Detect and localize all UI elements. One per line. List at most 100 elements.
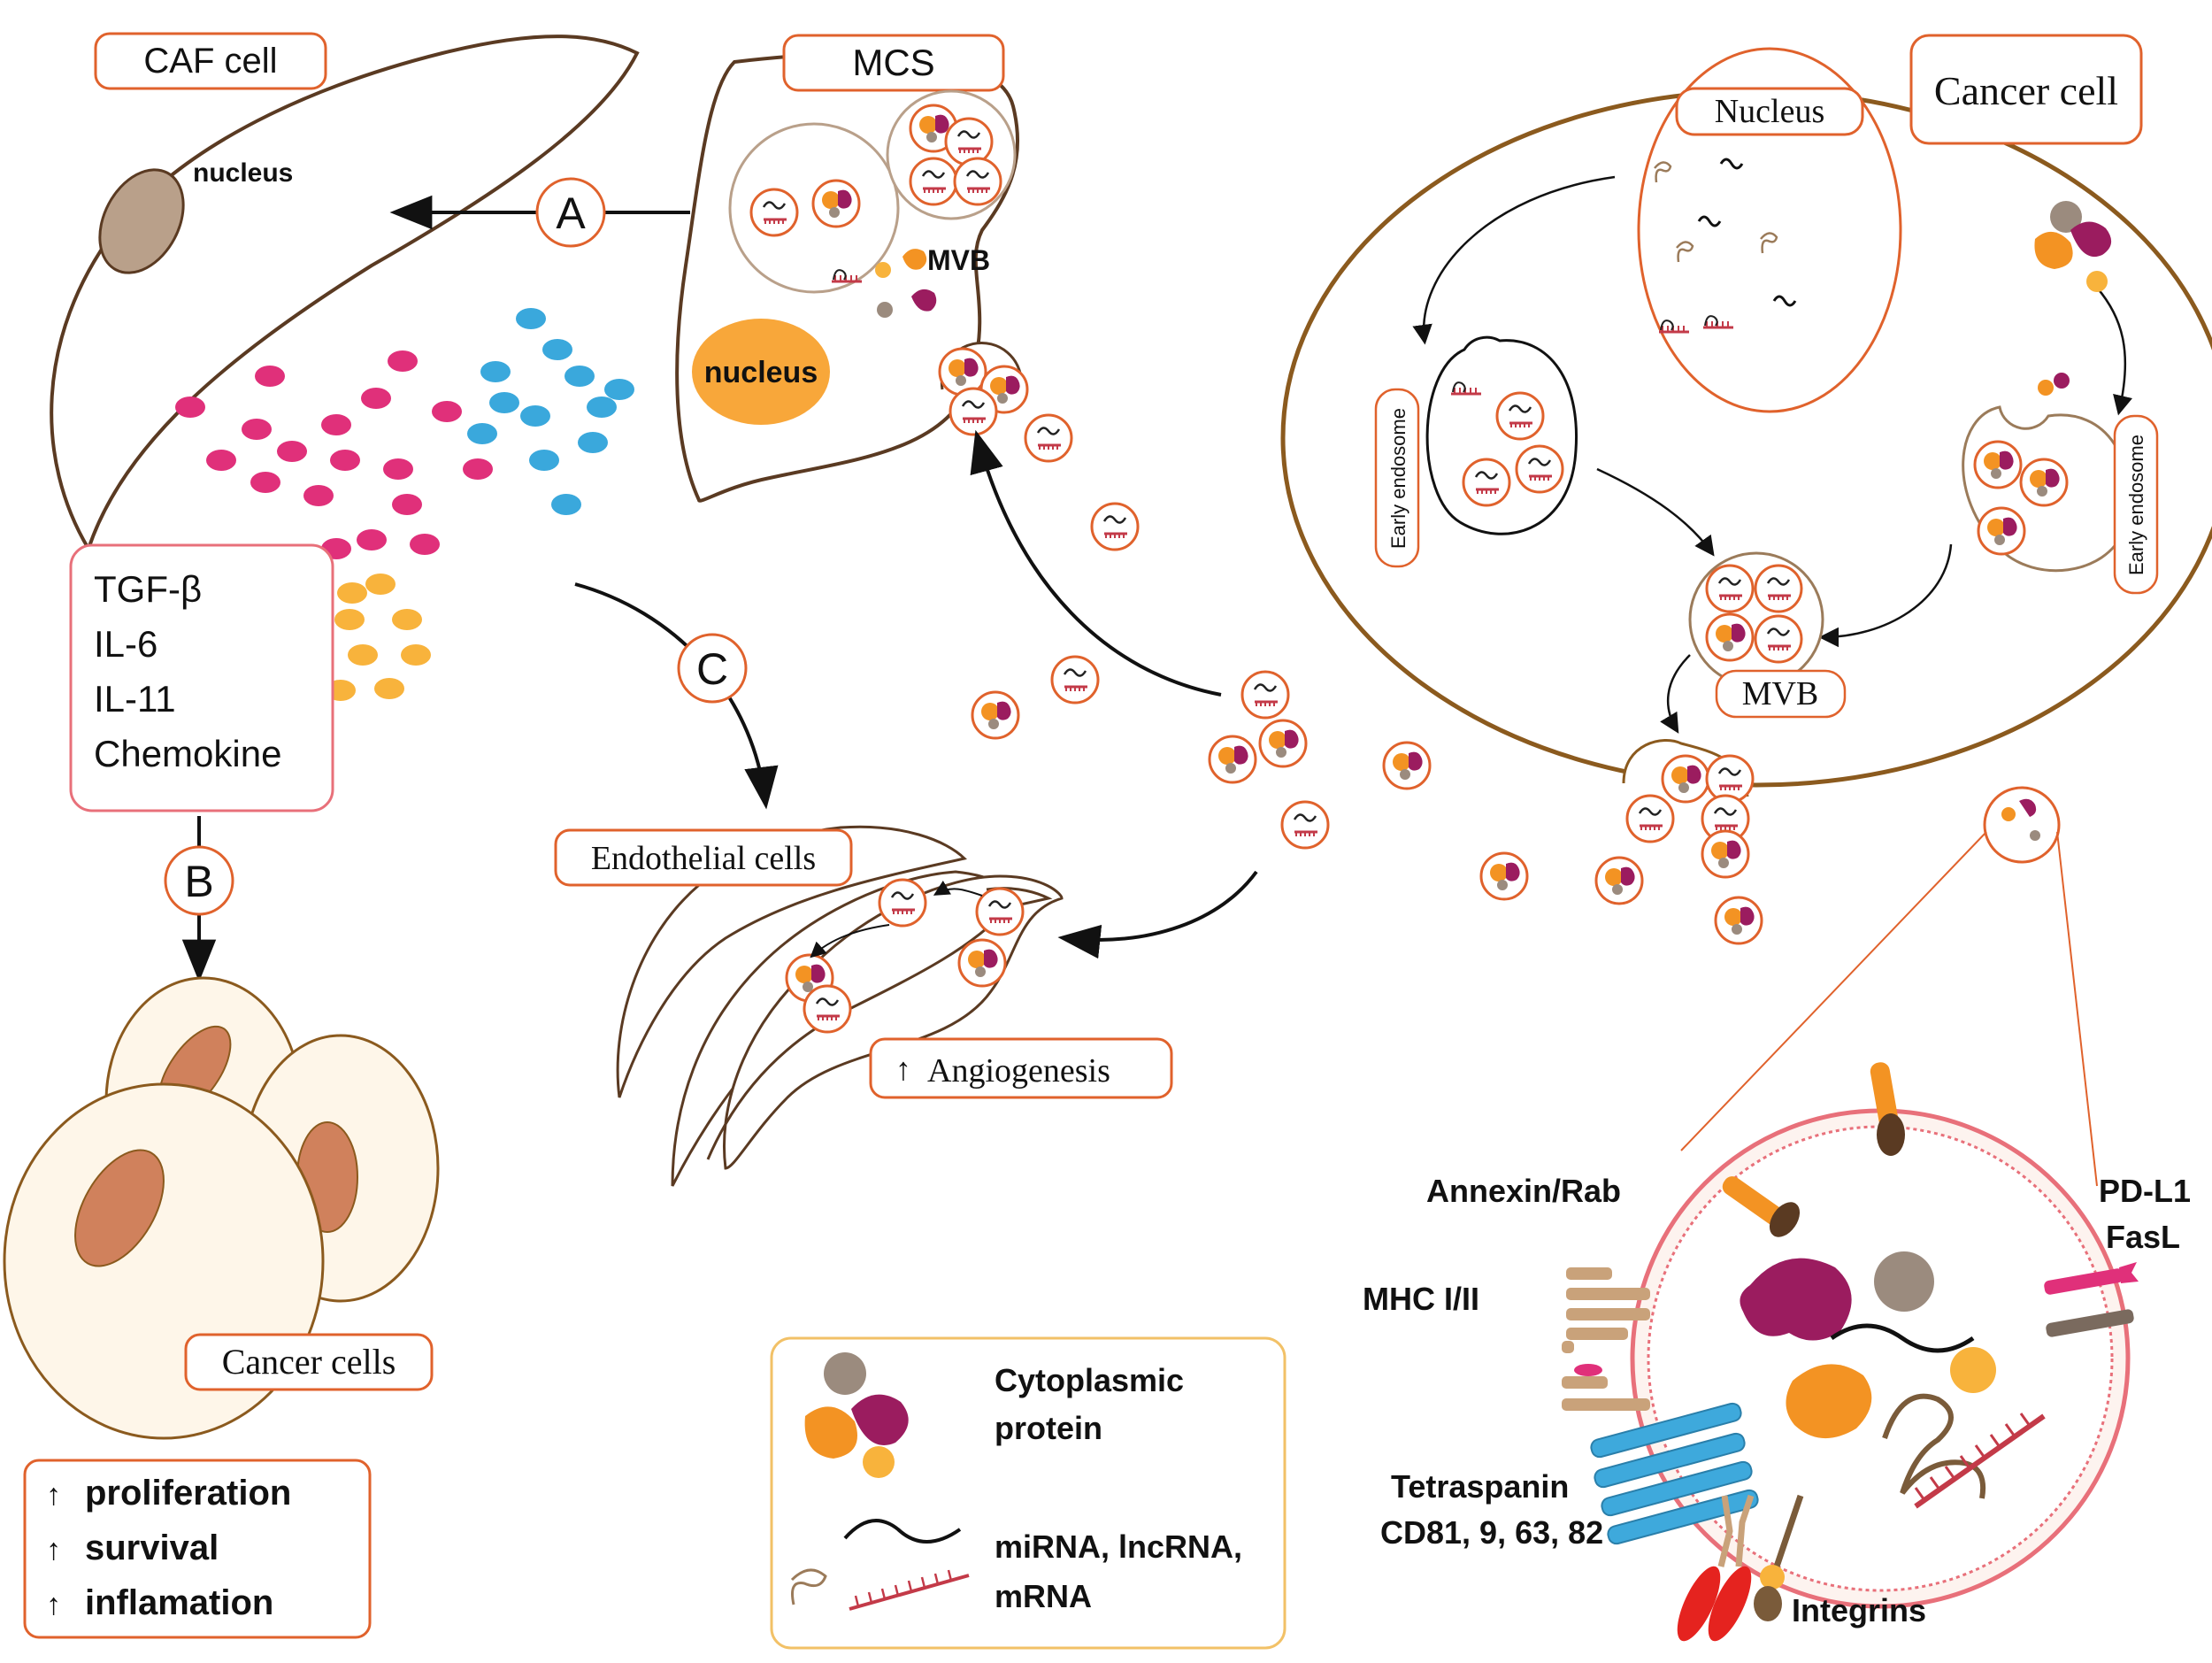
endothelial-arrow-1 — [933, 880, 983, 897]
zoom-rna-comb — [1914, 1413, 2046, 1509]
mcs-gold-dot — [875, 262, 891, 278]
effect-3: inflamation — [85, 1583, 273, 1622]
cytokine-dot — [330, 450, 360, 471]
cytokine-dot — [392, 494, 422, 515]
legend-rna-comb-teeth — [854, 1569, 953, 1607]
effect-2-arrow: ↑ — [46, 1533, 61, 1567]
cytokine-dot — [206, 450, 236, 471]
cytokine-dot — [175, 397, 205, 418]
cytokine-dot — [463, 458, 493, 480]
early-endosome-right-mini — [2038, 373, 2070, 396]
step-b-circle — [164, 845, 234, 916]
caf-cell-body — [50, 35, 640, 553]
cancer-mvb — [1688, 551, 1824, 688]
effect-1-arrow: ↑ — [46, 1478, 61, 1512]
fasl-label: FasL — [2106, 1219, 2180, 1255]
cancer-cell-label-box — [1909, 34, 2143, 145]
effect-2: survival — [85, 1528, 219, 1567]
cytokine-dot — [334, 609, 365, 630]
integrin-protein — [1677, 1494, 1804, 1642]
cancer-protein-taupe — [2050, 201, 2082, 233]
endothelial-label: Endothelial cells — [591, 840, 816, 877]
arrow-left-endosome-mvb — [1596, 467, 1715, 557]
mcs-nucleus-label: nucleus — [704, 356, 818, 389]
angiogenesis-box — [869, 1037, 1173, 1099]
legend-protein-line-2: protein — [995, 1410, 1102, 1446]
step-a-label: A — [556, 189, 586, 238]
cytokine-dot — [520, 405, 550, 427]
cytokine-dot — [587, 397, 617, 418]
fasl-protein — [2046, 1309, 2134, 1337]
cytokine-dot — [365, 574, 396, 595]
legend-rna-wave — [843, 1519, 962, 1544]
mcs-label-box — [782, 34, 1005, 92]
zoom-taupe-protein — [1874, 1251, 1934, 1312]
early-endosome-left — [1425, 335, 1578, 535]
mcs-nucleus — [692, 319, 830, 425]
mcs-orange-blob — [902, 249, 927, 270]
zoom-line-right — [2056, 831, 2098, 1187]
caf-nucleus — [98, 168, 185, 274]
mvb-label-box — [1715, 669, 1847, 719]
nucleus-label: Nucleus — [1715, 93, 1825, 130]
annexin-protein — [1722, 1176, 1801, 1237]
zoom-rna-wave — [1830, 1323, 1975, 1353]
legend-gold — [863, 1446, 895, 1478]
effect-3-arrow: ↑ — [46, 1588, 61, 1621]
mhc-protein — [1562, 1267, 1650, 1411]
cytokine-dot — [467, 423, 497, 444]
early-endosome-right-label: Early endosome — [2125, 435, 2147, 575]
cytokine-4: Chemokine — [94, 733, 281, 774]
cytokine-dot — [604, 379, 634, 400]
cytokine-dot — [277, 441, 307, 462]
effect-1: proliferation — [85, 1474, 291, 1513]
step-a-circle — [535, 177, 606, 248]
cytokine-dot — [337, 582, 367, 604]
caf-cell-label: CAF cell — [143, 42, 277, 81]
step-b-label: B — [184, 857, 213, 906]
zoom-gold-protein — [1950, 1347, 1996, 1393]
cytokine-dot — [255, 366, 285, 387]
mvb-label: MVB — [1742, 675, 1819, 712]
cancer-cell-front-nucleus — [74, 1149, 165, 1267]
effects-box — [23, 1459, 372, 1639]
zoom-magenta-protein — [1740, 1258, 1852, 1341]
cytokine-dot — [578, 432, 608, 453]
tetraspanin-label-2: CD81, 9, 63, 82 — [1380, 1514, 1603, 1551]
zoom-orange-protein — [1786, 1364, 1872, 1439]
cytokine-dot — [357, 529, 387, 550]
cytokine-dot — [388, 350, 418, 372]
legend-rna-line-1: miRNA, lncRNA, — [995, 1528, 1242, 1565]
legend-taupe — [824, 1352, 866, 1395]
zoom-line-left — [1680, 831, 1987, 1151]
caf-cell-label-box — [94, 32, 327, 90]
zoom-exosome-small — [1983, 786, 2061, 864]
mcs-taupe-dot — [877, 302, 893, 318]
caf-nucleus-label: nucleus — [193, 158, 293, 188]
step-c-label: C — [696, 644, 728, 694]
cytokine-dot — [374, 678, 404, 699]
cytokine-dots — [175, 308, 634, 701]
integrins-label: Integrins — [1792, 1592, 1926, 1628]
mcs-magenta-blob — [911, 289, 937, 312]
legend-orange — [804, 1406, 857, 1459]
cytokine-3: IL-11 — [94, 678, 176, 720]
tetraspanin-protein — [1590, 1402, 1759, 1545]
nucleus-label-box — [1675, 87, 1864, 136]
cytokine-box — [69, 543, 334, 812]
cytokine-dot — [303, 485, 334, 506]
legend-rna-comb — [849, 1574, 970, 1611]
arrow-right-endosome-mvb — [1818, 543, 1953, 648]
cancer-cell-label: Cancer cell — [1934, 68, 2118, 113]
tetraspanin-label-1: Tetraspanin — [1391, 1468, 1569, 1505]
zoom-exosome-inner — [1647, 1125, 2114, 1592]
arrow-proteins-endosome — [2096, 287, 2133, 416]
step-c-circle — [677, 633, 748, 704]
pdl1-protein — [2044, 1262, 2139, 1295]
mcs-mvb-label: MVB — [927, 244, 990, 276]
legend-rna-line-2: mRNA — [995, 1578, 1092, 1614]
early-endosome-left-label: Early endosome — [1387, 408, 1409, 549]
cytokine-dot — [542, 339, 572, 360]
pdl1-label: PD-L1 — [2099, 1173, 2191, 1209]
